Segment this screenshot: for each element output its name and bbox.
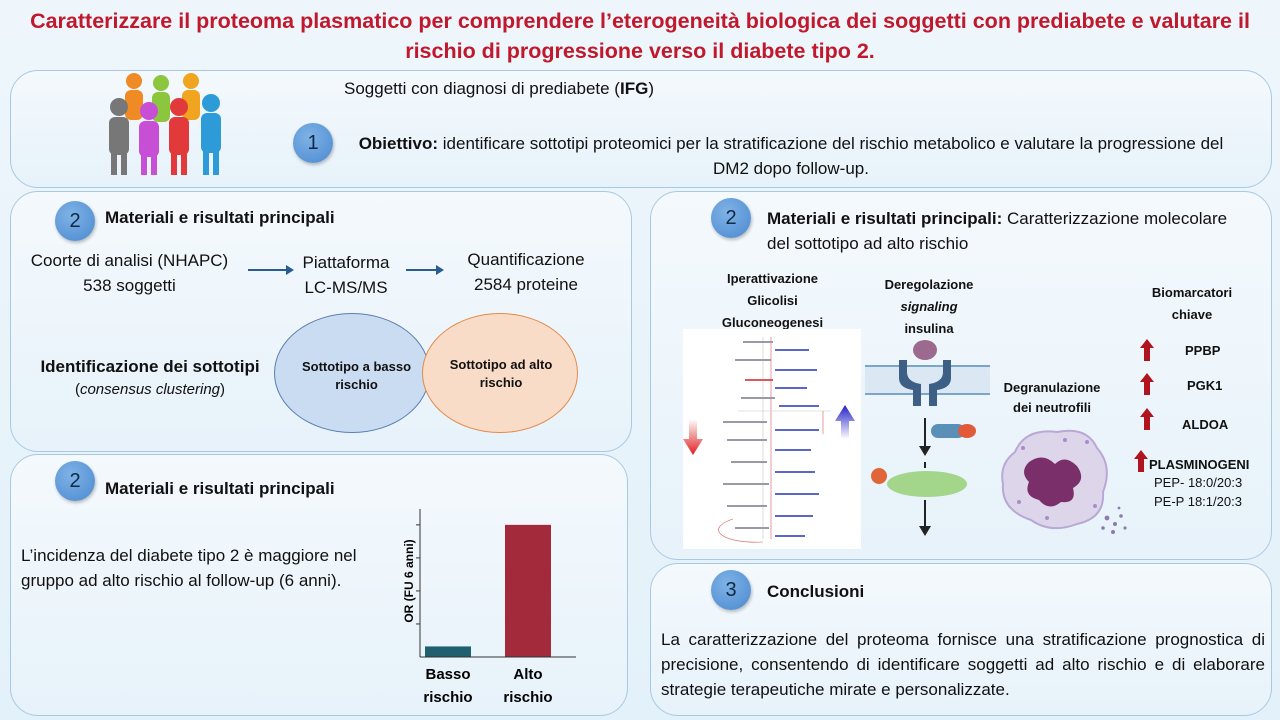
up-arrow-icon [1140,339,1154,361]
conclusions-text: La caratterizzazione del proteoma fornis… [661,630,1265,699]
high-risk-label: Sottotipo ad alto rischio [449,357,553,390]
cohort-text: Coorte di analisi (NHAPC)538 soggetti [30,251,229,295]
high-risk-subtype-circle [422,313,578,433]
page-title: Caratterizzare il proteoma plasmatico pe… [30,9,1250,63]
objective-text: Obiettivo: identificare sottotipi proteo… [358,134,1224,178]
molecular-panel: 2 Materiali e risultati principali: Cara… [650,191,1272,560]
y-axis-label: OR (FU 6 anni) [402,539,416,622]
up-arrow-icon [1140,373,1154,395]
objective-panel: Soggetti con diagnosi di prediabete (IFG… [10,70,1272,188]
incidence-text: L’incidenza del diabete tipo 2 è maggior… [21,546,357,590]
step-number-2: 2 [55,201,95,241]
lipid-pep: PEP- 18:0/20:3 [1154,475,1243,490]
arrow-right-icon [248,265,294,275]
low-risk-subtype-circle [274,313,430,433]
glycolysis-pathway-diagram [683,329,861,549]
step-number-2: 2 [711,198,751,238]
neutrophil-title: Degranulazione dei neutrofili [1003,380,1101,415]
section-heading: Conclusioni [767,582,865,601]
step-number-1: 1 [293,123,333,163]
neutrophil-cell-icon [1001,429,1127,534]
biomarker-ppbp: PPBP [1185,343,1221,358]
section-heading: Materiali e risultati principali [105,208,335,227]
bar-alto-rischio [505,524,551,657]
incidence-panel: 2 Materiali e risultati principali L’inc… [10,454,628,716]
section-heading: Materiali e risultati principali [105,479,335,498]
insulin-receptor-diagram [865,340,990,536]
conclusions-panel: 3 Conclusioni La caratterizzazione del p… [650,563,1272,716]
molecular-heading: Materiali e risultati principali: Caratt… [767,209,1228,253]
biomarkers-title: Biomarcatori chiave [1151,285,1233,322]
up-arrow-icon [1134,450,1148,472]
bar-basso-rischio [425,646,471,657]
materials-panel: 2 Materiali e risultati principali Coort… [10,191,632,452]
arrow-right-icon [406,265,444,275]
subjects-text: Soggetti con diagnosi di prediabete (IFG… [344,79,654,98]
people-group-icon [109,73,221,175]
step-number-2: 2 [55,461,95,501]
low-risk-label: Sottotipo a basso rischio [301,359,412,392]
lipid-pep2: PE-P 18:1/20:3 [1154,494,1242,509]
up-arrow-icon [1140,408,1154,430]
biomarker-plasminogeni: PLASMINOGENI [1149,457,1250,472]
subtypes-title: Identificazione dei sottotipi (consensus… [40,357,260,398]
step-number-3: 3 [711,570,751,610]
glycolysis-title: Iperattivazione Glicolisi Gluconeogenesi [721,271,824,330]
biomarker-aldoa: ALDOA [1182,417,1229,432]
biomarker-pgk1: PGK1 [1187,378,1223,393]
